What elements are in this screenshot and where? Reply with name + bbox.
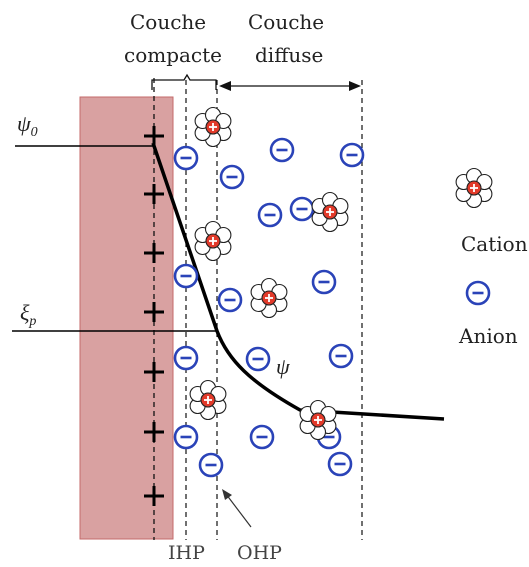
- electrode: [79, 96, 174, 540]
- anion-icon: [327, 451, 353, 477]
- anion-icon: [257, 202, 283, 228]
- diffuse-layer-label-line1: Couche: [248, 10, 324, 34]
- cation-icon: [194, 106, 232, 148]
- ions: [173, 106, 365, 478]
- plus-charge-icon: [144, 422, 164, 442]
- surface-charges: [144, 126, 164, 506]
- ihp-label: IHP: [168, 542, 205, 562]
- diffuse-arrow-right-head: [349, 81, 361, 91]
- cation-icon: [311, 191, 349, 233]
- plus-charge-icon: [144, 126, 164, 146]
- plus-charge-icon: [144, 184, 164, 204]
- psi0-label: ψ0: [17, 111, 38, 140]
- anion-icon: [465, 280, 491, 306]
- compact-layer-label-line1: Couche: [130, 10, 206, 34]
- legend-cation-label: Cation: [461, 232, 528, 256]
- xi-p-label: ξp: [20, 300, 36, 329]
- plus-charge-icon: [144, 362, 164, 382]
- plus-charge-icon: [144, 243, 164, 263]
- diffuse-arrow-left-head: [219, 81, 231, 91]
- anion-icon: [219, 164, 245, 190]
- cation-icon: [194, 220, 232, 262]
- plus-charge-icon: [144, 302, 164, 322]
- anion-icon: [249, 424, 275, 450]
- anion-icon: [328, 343, 354, 369]
- anion-icon: [173, 145, 199, 171]
- ohp-pointer-head: [222, 489, 232, 500]
- anion-icon: [173, 424, 199, 450]
- compact-layer-label-line2: compacte: [124, 43, 222, 67]
- anion-icon: [245, 346, 271, 372]
- cation-icon: [189, 379, 227, 421]
- cation-icon: [250, 277, 288, 319]
- diffuse-layer-label-line2: diffuse: [255, 43, 323, 67]
- cation-icon: [299, 399, 337, 441]
- anion-icon: [269, 137, 295, 163]
- anion-icon: [311, 269, 337, 295]
- potential-curve: [151, 142, 445, 421]
- legend-cation-icon: [455, 167, 493, 209]
- cation-icon: [455, 167, 493, 209]
- anion-icon: [217, 287, 243, 313]
- anion-icon: [339, 142, 365, 168]
- ohp-label: OHP: [237, 542, 282, 562]
- anion-icon: [289, 196, 315, 222]
- anion-icon: [173, 263, 199, 289]
- anion-icon: [173, 345, 199, 371]
- legend-anion-icon: [465, 280, 491, 306]
- ohp-pointer: [225, 493, 252, 528]
- plus-charge-icon: [144, 486, 164, 506]
- legend-anion-label: Anion: [458, 324, 518, 348]
- compact-layer-brace: [151, 73, 217, 90]
- anion-icon: [198, 452, 224, 478]
- psi-curve-label: ψ: [276, 354, 290, 379]
